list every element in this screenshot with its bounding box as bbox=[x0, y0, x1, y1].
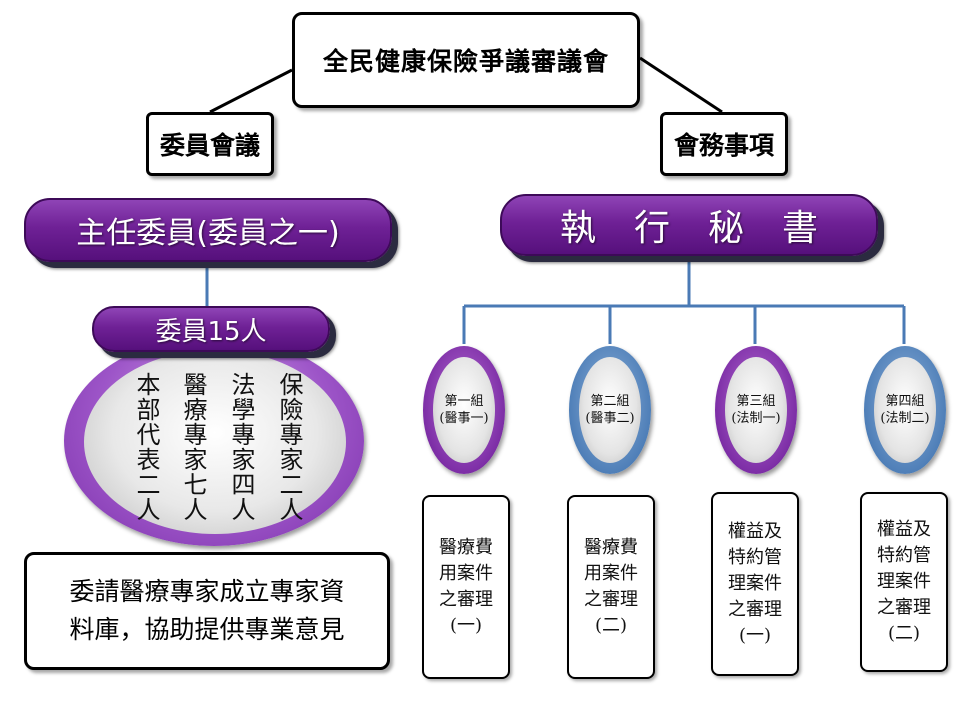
group-2-duty-line-3: 之審理 bbox=[584, 589, 638, 610]
group-3-duty-box: 權益及 特約管 理案件 之審理 (一) bbox=[711, 492, 799, 676]
group-4-duty-suffix: (二) bbox=[887, 623, 921, 644]
group-3-ring: 第三組 (法制一) bbox=[715, 346, 797, 474]
group-4-duty-line-2: 特約管 bbox=[877, 545, 931, 566]
group-1-label: 第一組 (醫事一) bbox=[433, 357, 495, 463]
group-2-duty-box: 醫療費 用案件 之審理 (二) bbox=[567, 495, 655, 679]
expert-note-line-2: 料庫，協助提供專業意見 bbox=[69, 615, 345, 644]
members-column-ministry: 本部代表二人 bbox=[132, 372, 160, 522]
council-title: 全民健康保險爭議審議會 bbox=[322, 47, 609, 76]
group-3-duty-line-3: 理案件 bbox=[728, 573, 782, 594]
group-4-duty-line-4: 之審理 bbox=[877, 597, 931, 618]
affairs-box: 會務事項 bbox=[660, 112, 788, 176]
group-1-duty-suffix: (一) bbox=[449, 615, 483, 636]
group-1-duty-line-2: 用案件 bbox=[439, 563, 493, 584]
expert-note-box: 委請醫療專家成立專家資 料庫，協助提供專業意見 bbox=[24, 552, 390, 670]
expert-note-line-1: 委請醫療專家成立專家資 bbox=[69, 577, 345, 606]
group-4-label: 第四組 (法制二) bbox=[874, 357, 936, 463]
executive-secretary-label: 執行秘書 bbox=[559, 208, 856, 249]
group-2-sub: (醫事二) bbox=[585, 411, 635, 426]
affairs-label: 會務事項 bbox=[673, 131, 774, 160]
members-label: 委員15人 bbox=[155, 316, 267, 347]
members-column-medical: 醫療專家七人 bbox=[179, 372, 207, 522]
executive-secretary-pill: 執行秘書 bbox=[500, 194, 878, 256]
group-2-label: 第二組 (醫事二) bbox=[579, 357, 641, 463]
group-3-sub: (法制一) bbox=[731, 411, 781, 426]
group-4-duty-line-1: 權益及 bbox=[877, 519, 931, 540]
group-1-duty-line-3: 之審理 bbox=[439, 589, 493, 610]
members-column-law: 法學專家四人 bbox=[227, 372, 255, 522]
group-3-duty-line-2: 特約管 bbox=[728, 547, 782, 568]
group-1-ring: 第一組 (醫事一) bbox=[423, 346, 505, 474]
group-1-name: 第一組 bbox=[444, 394, 484, 409]
group-4-sub: (法制二) bbox=[880, 411, 930, 426]
group-3-duty-line-1: 權益及 bbox=[728, 521, 782, 542]
group-1-duty-box: 醫療費 用案件 之審理 (一) bbox=[422, 495, 510, 679]
group-1-sub: (醫事一) bbox=[439, 411, 489, 426]
group-1-duty-line-1: 醫療費 bbox=[439, 537, 493, 558]
chair-pill: 主任委員(委員之一) bbox=[24, 198, 392, 262]
group-4-duty-box: 權益及 特約管 理案件 之審理 (二) bbox=[860, 492, 948, 672]
group-2-duty-line-2: 用案件 bbox=[584, 563, 638, 584]
group-2-duty-suffix: (二) bbox=[594, 615, 628, 636]
group-3-duty-suffix: (一) bbox=[738, 625, 772, 646]
title-to-left-tag-line bbox=[209, 68, 293, 114]
group-2-ring: 第二組 (醫事二) bbox=[569, 346, 651, 474]
group-4-duty-line-3: 理案件 bbox=[877, 571, 931, 592]
group-2-name: 第二組 bbox=[590, 394, 630, 409]
group-3-label: 第三組 (法制一) bbox=[725, 357, 787, 463]
group-4-ring: 第四組 (法制二) bbox=[864, 346, 946, 474]
title-to-right-tag-line bbox=[639, 56, 723, 114]
members-pill: 委員15人 bbox=[92, 306, 330, 352]
group-3-duty-line-4: 之審理 bbox=[728, 599, 782, 620]
group-4-name: 第四組 bbox=[885, 394, 925, 409]
council-title-box: 全民健康保險爭議審議會 bbox=[292, 12, 640, 108]
committee-meeting-box: 委員會議 bbox=[146, 112, 274, 176]
group-3-name: 第三組 bbox=[736, 394, 776, 409]
group-2-duty-line-1: 醫療費 bbox=[584, 537, 638, 558]
committee-meeting-label: 委員會議 bbox=[159, 131, 260, 160]
members-column-insurance: 保險專家二人 bbox=[275, 372, 303, 522]
members-ellipse-inner bbox=[84, 350, 346, 534]
chair-label: 主任委員(委員之一) bbox=[76, 216, 340, 251]
